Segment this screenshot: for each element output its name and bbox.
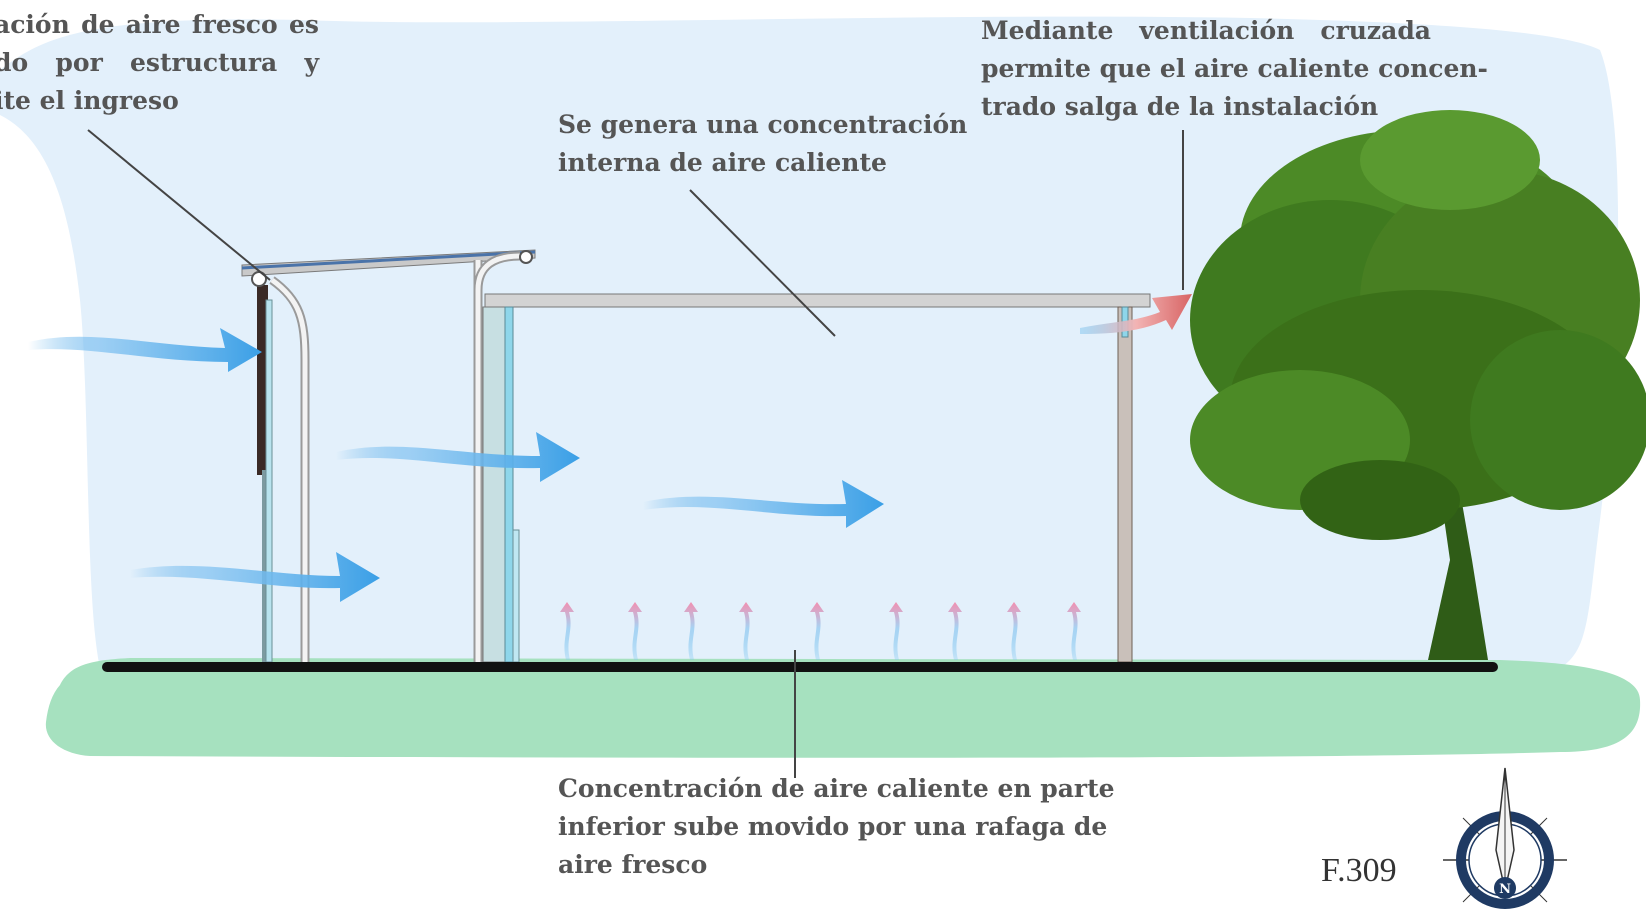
cross-ventilation-annotation-line: Mediante ventilación cruzada xyxy=(981,16,1431,45)
fresh-air-arrow xyxy=(643,480,884,528)
cross-ventilation-annotation-line: trado salga de la instalación xyxy=(981,92,1379,121)
fresh-air-annotation: ación de aire fresco es do por estructur… xyxy=(0,6,319,120)
fresh-air-annotation-line: do por estructura y xyxy=(0,48,319,77)
grass-area xyxy=(45,658,1641,758)
internal-heat-annotation-line: Se genera una concentración xyxy=(558,110,968,139)
fresh-air-arrow xyxy=(336,432,580,482)
entry-canopy-structure xyxy=(241,249,536,663)
bottom-heat-annotation-line: inferior sube movido por una rafaga de xyxy=(558,812,1108,841)
hot-air-arrow xyxy=(1080,294,1192,334)
main-shelter-structure xyxy=(482,293,1151,663)
fresh-air-arrow xyxy=(28,328,262,372)
leader-lines xyxy=(87,129,1184,778)
compass-north-label: N xyxy=(1499,882,1511,897)
cross-ventilation-annotation: Mediante ventilación cruzada permite que… xyxy=(981,12,1488,126)
sky-area xyxy=(0,16,1619,668)
rising-heat-arrows xyxy=(560,602,1081,660)
north-compass-icon: N xyxy=(1443,767,1567,909)
bottom-heat-annotation-line: aire fresco xyxy=(558,850,708,879)
tree xyxy=(1190,110,1646,660)
internal-heat-annotation-line: interna de aire caliente xyxy=(558,148,887,177)
fresh-air-arrow xyxy=(130,552,380,602)
bottom-heat-annotation-line: Concentración de aire caliente en parte xyxy=(558,774,1115,803)
bottom-heat-annotation: Concentración de aire caliente en parte … xyxy=(558,770,1115,884)
fresh-air-annotation-line: ación de aire fresco es xyxy=(0,10,319,39)
figure-label: F.309 xyxy=(1321,852,1397,889)
fresh-air-annotation-line: ite el ingreso xyxy=(0,86,179,115)
cross-ventilation-annotation-line: permite que el aire caliente concen- xyxy=(981,54,1488,83)
internal-heat-annotation: Se genera una concentración interna de a… xyxy=(558,106,978,182)
ground-line xyxy=(102,662,1498,672)
